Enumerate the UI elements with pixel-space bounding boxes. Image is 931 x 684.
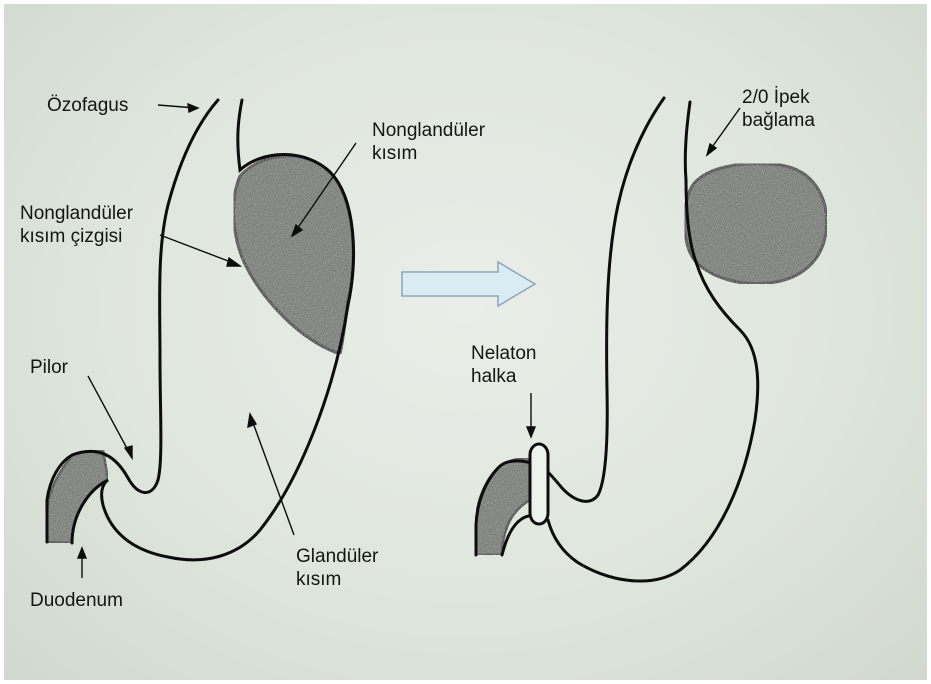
label-ozofagus: Özofagus <box>47 94 128 117</box>
label-nonglandular-part-line2: kısım <box>372 142 485 165</box>
pointer-pylorus <box>88 376 130 454</box>
right-ligated-nonglandular-pouch <box>685 164 827 284</box>
label-nelaton-ring-line2: halka <box>471 365 537 388</box>
nelaton-ring-shape <box>530 444 548 524</box>
label-pylorus: Pilor <box>30 356 68 379</box>
pointer-ligation <box>710 108 740 150</box>
pointer-nelaton-head <box>527 427 535 437</box>
right-stomach <box>476 98 827 581</box>
pointer-ligation-head <box>707 144 716 155</box>
label-glandular-part: Glandüler kısım <box>296 545 378 591</box>
pointer-nonglandular-line <box>160 235 236 264</box>
label-silk-ligation-line1: 2/0 İpek <box>742 86 815 109</box>
label-glandular-part-line1: Glandüler <box>296 545 378 568</box>
pointer-duodenum-head <box>78 548 86 558</box>
pointer-glandular-head <box>248 414 256 427</box>
label-silk-ligation: 2/0 İpek bağlama <box>742 86 815 132</box>
label-nonglandular-line: Nonglandüler kısım çizgisi <box>20 202 133 248</box>
pointer-pylorus-head <box>125 446 132 458</box>
pointer-ozofagus-head <box>188 104 198 112</box>
label-nonglandular-line-line1: Nonglandüler <box>20 202 133 225</box>
label-nonglandular-part: Nonglandüler kısım <box>372 119 485 165</box>
right-duodenum-region <box>476 458 533 555</box>
pointer-nonglandular-line-head <box>227 258 240 266</box>
right-arrow-icon <box>402 262 535 306</box>
label-duodenum: Duodenum <box>30 589 123 612</box>
label-nonglandular-part-line1: Nonglandüler <box>372 119 485 142</box>
left-nonglandular-region <box>234 156 354 354</box>
label-nelaton-ring: Nelaton halka <box>471 342 537 388</box>
label-glandular-part-line2: kısım <box>296 568 378 591</box>
left-duodenum-region <box>47 450 108 543</box>
label-nelaton-ring-line1: Nelaton <box>471 342 537 365</box>
pointer-glandular <box>252 420 294 535</box>
label-silk-ligation-line2: bağlama <box>742 109 815 132</box>
label-nonglandular-line-line2: kısım çizgisi <box>20 225 133 248</box>
left-stomach <box>47 100 354 560</box>
